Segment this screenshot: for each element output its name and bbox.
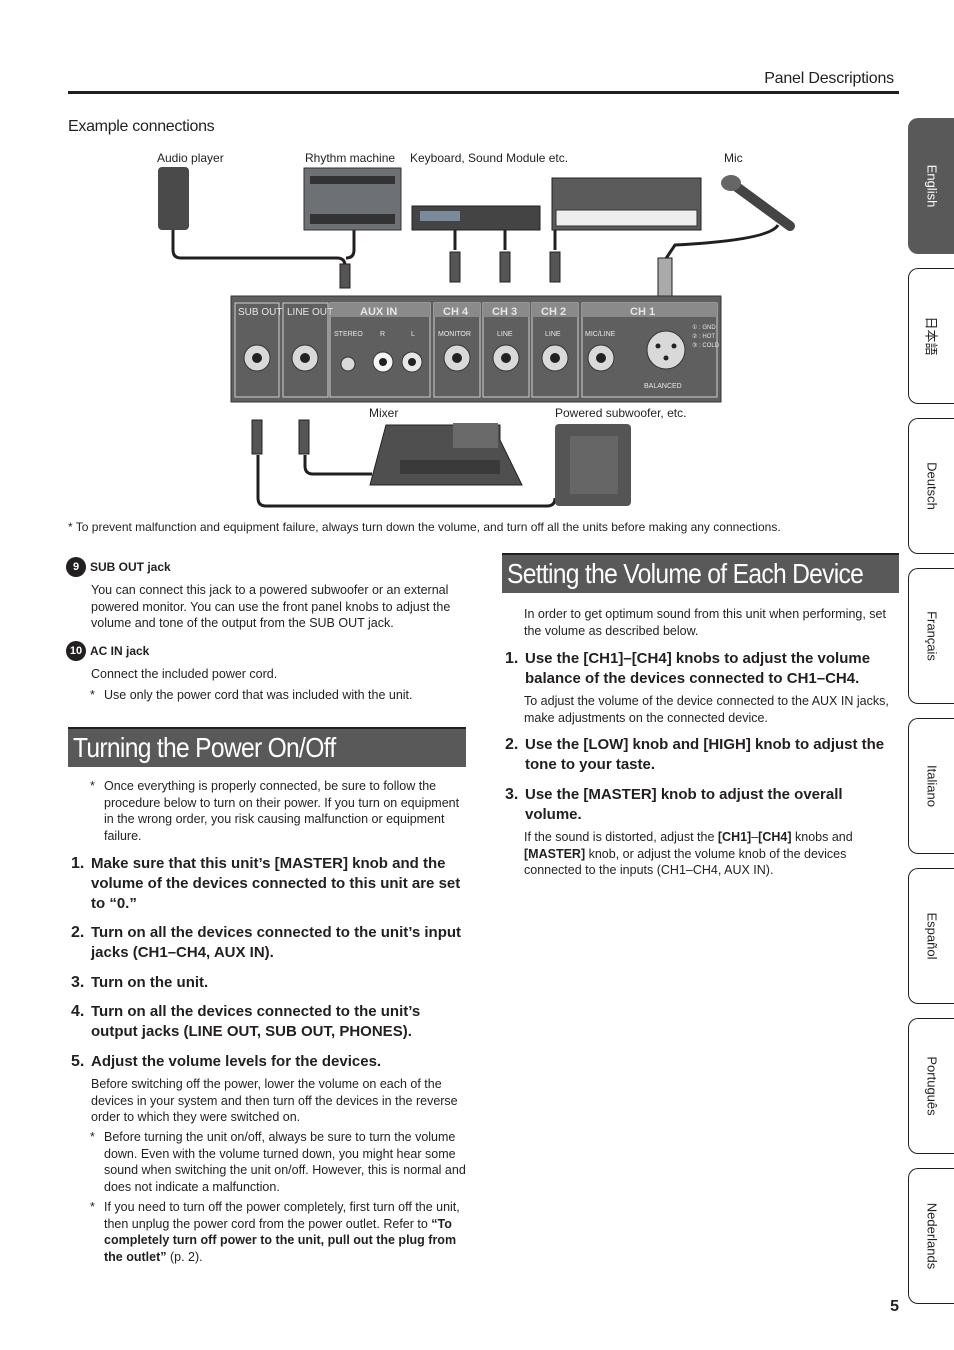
label-mixer: Mixer xyxy=(369,406,399,420)
panel-line-ch3: LINE xyxy=(497,331,513,338)
item-10-note: *Use only the power cord that was includ… xyxy=(90,688,413,702)
panel-ch2: CH 2 xyxy=(541,306,566,318)
panel-stereo: STEREO xyxy=(334,331,363,338)
power-section-title: Turning the Power On/Off xyxy=(68,727,466,767)
diagram-footnote: * To prevent malfunction and equipment f… xyxy=(68,520,781,534)
volume-step-2: 2.Use the [LOW] knob and [HIGH] knob to … xyxy=(505,736,885,773)
panel-ch4: CH 4 xyxy=(443,306,469,318)
volume-step-3-sub: If the sound is distorted, adjust the [C… xyxy=(524,830,853,877)
panel-monitor: MONITOR xyxy=(438,331,471,338)
panel-sub-out: SUB OUT xyxy=(238,307,282,318)
tab-italiano[interactable]: Italiano xyxy=(908,718,954,854)
power-note-2: *If you need to turn off the power compl… xyxy=(90,1200,460,1264)
tab-francais[interactable]: Français xyxy=(908,568,954,704)
volume-step-3: 3.Use the [MASTER] knob to adjust the ov… xyxy=(505,786,843,823)
power-step-5-text: Before switching off the power, lower th… xyxy=(91,1077,458,1124)
tab-japanese[interactable]: 日本語 xyxy=(908,268,954,404)
audio-player-device xyxy=(158,167,189,230)
item-10-text: Connect the included power cord. xyxy=(91,667,278,681)
power-intro-note: *Once everything is properly connected, … xyxy=(90,779,460,843)
panel-line-out: LINE OUT xyxy=(287,307,333,318)
label-keyboard: Keyboard, Sound Module etc. xyxy=(410,151,569,165)
header-section-title: Panel Descriptions xyxy=(764,70,894,87)
power-step-5: 5.Adjust the volume levels for the devic… xyxy=(71,1053,382,1070)
subwoofer-device xyxy=(555,424,631,506)
item-9-heading: 9 SUB OUT jack xyxy=(66,557,171,577)
example-title: Example connections xyxy=(68,118,215,135)
panel-r: R xyxy=(380,331,385,338)
panel-pin1: ① : GND xyxy=(692,324,716,331)
volume-step-1: 1.Use the [CH1]–[CH4] knobs to adjust th… xyxy=(505,650,871,687)
mixer-device xyxy=(369,423,523,486)
tab-english[interactable]: English xyxy=(908,118,954,254)
volume-step-1-sub: To adjust the volume of the device conne… xyxy=(524,694,889,725)
volume-intro: In order to get optimum sound from this … xyxy=(524,607,886,638)
panel-ch3: CH 3 xyxy=(492,306,517,318)
connection-diagram: Audio player Rhythm machine Keyboard, So… xyxy=(0,140,900,520)
panel-ch1: CH 1 xyxy=(630,306,655,318)
power-step-2: 2.Turn on all the devices connected to t… xyxy=(71,924,462,961)
power-step-1: 1.Make sure that this unit’s [MASTER] kn… xyxy=(71,855,461,912)
panel-mic-line: MIC/LINE xyxy=(585,331,616,338)
panel-pin3: ③ : COLD xyxy=(692,342,720,349)
power-note-1: *Before turning the unit on/off, always … xyxy=(90,1130,466,1194)
power-step-4: 4.Turn on all the devices connected to t… xyxy=(71,1003,421,1040)
item-9-title: SUB OUT jack xyxy=(90,560,171,574)
item-10-title: AC IN jack xyxy=(90,644,150,658)
item-10-heading: 10 AC IN jack xyxy=(66,641,149,661)
panel-line-ch2: LINE xyxy=(545,331,561,338)
item-9-number: 9 xyxy=(66,557,86,577)
panel-l: L xyxy=(411,331,415,338)
label-audio-player: Audio player xyxy=(157,151,224,165)
tab-nederlands[interactable]: Nederlands xyxy=(908,1168,954,1304)
tab-espanol[interactable]: Español xyxy=(908,868,954,1004)
label-mic: Mic xyxy=(724,151,743,165)
power-step-3: 3.Turn on the unit. xyxy=(71,974,209,991)
diagram-graphics: SUB OUT LINE OUT AUX IN CH 4 CH 3 CH 2 C… xyxy=(158,167,795,508)
mic-device xyxy=(721,175,795,231)
panel-balanced: BALANCED xyxy=(644,383,682,390)
page-number: 5 xyxy=(890,1298,899,1315)
panel-pin2: ② : HOT xyxy=(692,333,715,340)
item-9-text: You can connect this jack to a powered s… xyxy=(91,583,451,630)
tab-deutsch[interactable]: Deutsch xyxy=(908,418,954,554)
item-10-number: 10 xyxy=(66,641,86,661)
tab-portugues[interactable]: Português xyxy=(908,1018,954,1154)
header-rule xyxy=(68,91,899,94)
panel-aux-in: AUX IN xyxy=(360,306,397,318)
label-subwoofer: Powered subwoofer, etc. xyxy=(555,406,687,420)
volume-section-title: Setting the Volume of Each Device xyxy=(502,553,899,593)
label-rhythm-machine: Rhythm machine xyxy=(305,151,396,165)
